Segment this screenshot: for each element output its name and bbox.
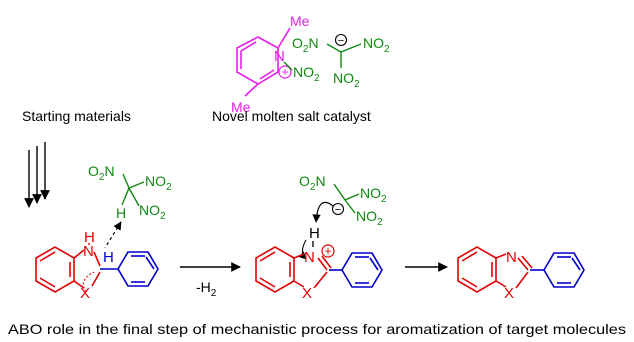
reagent2-o2n: O2N: [299, 173, 326, 193]
mol1-nh: H: [84, 229, 95, 246]
molecule-2-labels: N X: [302, 249, 315, 302]
reagent-2: O2N NO2 NO2: [299, 173, 387, 228]
molecule-3-phenyl: [530, 252, 585, 288]
cation-me-top: Me: [290, 13, 310, 29]
anion-no2-bottom: NO2: [333, 70, 360, 90]
molecule-1-labels: H N X: [80, 229, 95, 302]
mol1-n: N: [83, 243, 94, 260]
reagent2-minus: −: [335, 204, 341, 216]
cation-me-bottom: Me: [231, 99, 251, 115]
cation-n: N: [274, 48, 285, 65]
reagent1-h: H: [116, 205, 126, 221]
cation-plus-charge: +: [278, 65, 292, 79]
reagent1-bonds: [121, 173, 145, 207]
anion-minus-charge: −: [334, 33, 348, 47]
anion-bonds: [326, 43, 362, 68]
mol3-n: N: [506, 249, 517, 266]
mol1-x: X: [80, 285, 90, 302]
multi-step-arrows: [24, 142, 50, 208]
footer-caption: ABO role in the final step of mechanisti…: [8, 321, 626, 337]
reagent1-dashed-bond: [104, 221, 122, 249]
catalyst-caption: Novel molten salt catalyst: [212, 108, 371, 124]
molecule-2-phenyl: [329, 252, 383, 288]
molecule-1-phenyl: [100, 251, 159, 287]
mol2-bond-arrow: [298, 239, 307, 260]
reagent1-o2n: O2N: [88, 163, 115, 183]
mol3-x: X: [504, 285, 514, 302]
reagent2-bonds: [333, 183, 360, 214]
anion-minus: −: [338, 35, 344, 47]
cation-no2: NO2: [293, 64, 320, 84]
mol2-x: X: [302, 285, 312, 302]
reagent2-minus-charge: −: [331, 202, 345, 216]
cation-plus: +: [281, 65, 288, 79]
catalyst-cation: [236, 27, 291, 97]
reagent2-no2-a: NO2: [360, 185, 387, 205]
reagent2-no2-b: NO2: [356, 208, 383, 228]
molecule-3-labels: N X: [504, 249, 517, 302]
reagent-1: O2N NO2 H NO2: [88, 163, 172, 222]
starting-materials-label: Starting materials: [22, 108, 131, 124]
molecule-3-benzo: [457, 246, 533, 293]
mol2-plus: +: [324, 244, 331, 258]
molecule-1-benzo: [35, 246, 101, 293]
reagent2-curved-arrow: [312, 201, 334, 223]
catalyst-cation-labels: Me Me N: [231, 13, 310, 115]
reagent1-no2-b: NO2: [139, 202, 166, 222]
mol2-h: H: [309, 225, 320, 242]
anion-o2n: O2N: [292, 35, 319, 55]
mol1-h: H: [103, 249, 114, 266]
catalyst-anion: O2N NO2 NO2: [292, 35, 390, 90]
mol2-plus-charge: +: [321, 244, 335, 258]
molecule-2-benzo: [255, 246, 332, 293]
anion-no2-right: NO2: [363, 35, 390, 55]
reagent1-no2-a: NO2: [145, 173, 172, 193]
mol2-n: N: [304, 249, 315, 266]
arrow1-label: -H2: [196, 279, 217, 299]
